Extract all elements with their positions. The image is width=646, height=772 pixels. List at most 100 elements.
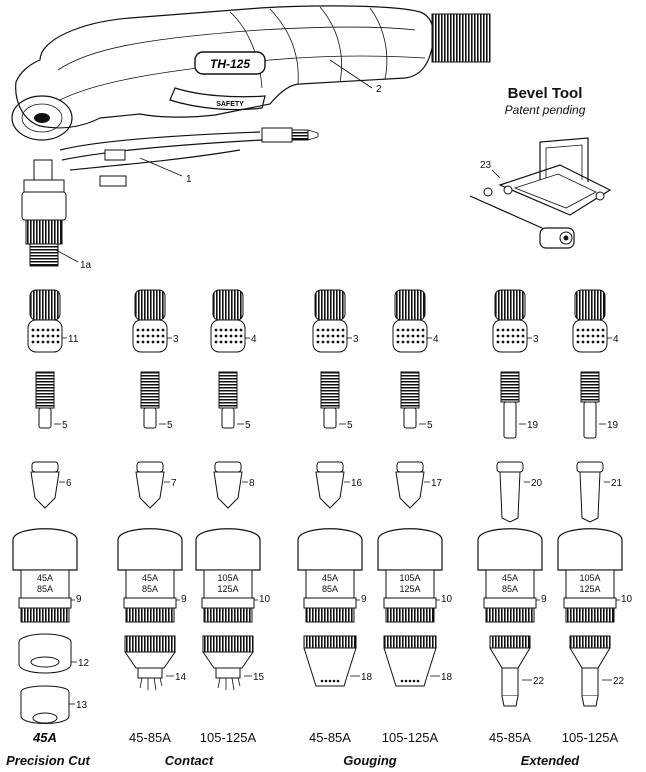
cup-amp-label: 105A: [399, 573, 420, 583]
tip-collar: [214, 461, 242, 473]
tip-collar: [396, 461, 424, 473]
range-label-c5: 105-125A: [382, 730, 439, 745]
electrode-tip: [221, 407, 235, 429]
cup-amp-label: 125A: [579, 584, 600, 594]
torch-connector: 1a: [21, 159, 92, 271]
electrode-body: [218, 371, 238, 409]
bottom-part-label: 13: [76, 700, 88, 711]
tip-body: [30, 471, 60, 509]
retaining-cup: [477, 528, 543, 571]
retaining-cup: [12, 528, 78, 571]
cup-threads: [565, 607, 615, 623]
drag-shield: [202, 651, 254, 669]
shield-part-label: 3: [173, 334, 179, 345]
bevel-title: Bevel Tool: [508, 85, 583, 102]
cup-amp-label: 105A: [217, 573, 238, 583]
cup-threads: [125, 607, 175, 623]
consumables-grid: 115645A85A9121335745A85A914458105A125A10…: [12, 289, 633, 724]
shield-cap: [134, 289, 166, 321]
cup-threads: [485, 607, 535, 623]
tip-body: [395, 471, 425, 509]
cup-amp-label: 85A: [142, 584, 158, 594]
cup-amp-label: 45A: [502, 573, 518, 583]
group-label-contact: Contact: [165, 753, 214, 768]
shield-cap-base: [312, 319, 348, 353]
shield-cap: [394, 289, 426, 321]
electrode-body: [140, 371, 160, 409]
range-label-c4: 45-85A: [309, 730, 351, 745]
shield-part-label: 4: [251, 334, 257, 345]
model-badge: [194, 51, 266, 75]
shield-cap-base: [27, 319, 63, 353]
electrode-body: [500, 371, 520, 403]
gouging-shield: [383, 647, 437, 687]
shield-cap: [574, 289, 606, 321]
cable-coil: [431, 13, 491, 63]
cup-amp-label: 85A: [502, 584, 518, 594]
cup-band: [125, 569, 175, 599]
electrode-body: [400, 371, 420, 409]
handle-part-label: 2: [376, 84, 382, 95]
tip-body: [499, 471, 521, 523]
bottom-part-label: 22: [533, 676, 545, 687]
range-label-c3: 105-125A: [200, 730, 257, 745]
cup-amp-label: 45A: [322, 573, 338, 583]
lead-part-label: 1: [186, 174, 192, 185]
shield-cap-base: [572, 319, 608, 353]
shield-part-label: 4: [613, 334, 619, 345]
tip-body: [579, 471, 601, 523]
bevel-tool: Bevel Tool Patent pending 23: [469, 85, 612, 249]
shield-cap: [494, 289, 526, 321]
electrode-part-label: 5: [347, 420, 353, 431]
safety-label: SAFETY: [216, 101, 244, 108]
gouging-shield: [303, 647, 357, 687]
cup-band: [385, 569, 435, 599]
tip-part-label: 7: [171, 478, 177, 489]
group-label-extended: Extended: [521, 753, 581, 768]
cup-part-label: 10: [621, 594, 633, 605]
shield-cap-base: [392, 319, 428, 353]
torch-lead: 1: [59, 127, 319, 187]
cup-band: [565, 569, 615, 599]
electrode-part-label: 5: [245, 420, 251, 431]
cup-amp-label: 125A: [217, 584, 238, 594]
retaining-cup: [195, 528, 261, 571]
electrode-part-label: 5: [427, 420, 433, 431]
cup-part-label: 10: [441, 594, 453, 605]
shield-part-label: 3: [533, 334, 539, 345]
bottom-part-label: 22: [613, 676, 625, 687]
cup-threads: [385, 607, 435, 623]
torch-head: TH-125 SAFETY 2: [11, 5, 491, 141]
shield-part-label: 4: [433, 334, 439, 345]
bottom-part-label: 12: [78, 658, 90, 669]
cup-part-label: 9: [541, 594, 547, 605]
group-label-precision: Precision Cut: [6, 753, 90, 768]
cup-part-label: 9: [76, 594, 82, 605]
cup-part-label: 9: [361, 594, 367, 605]
tip-collar: [576, 461, 604, 473]
range-label-c7: 105-125A: [562, 730, 619, 745]
range-label-c1: 45A: [32, 730, 57, 745]
range-label-c2: 45-85A: [129, 730, 171, 745]
cup-threads: [20, 607, 70, 623]
bottom-part-label: 18: [361, 672, 373, 683]
shield-cap-base: [210, 319, 246, 353]
range-label-c6: 45-85A: [489, 730, 531, 745]
tip-collar: [31, 461, 59, 473]
bevel-part-label: 23: [480, 160, 492, 171]
drag-shield: [124, 651, 176, 669]
bottom-part-label: 18: [441, 672, 453, 683]
cup-band: [20, 569, 70, 599]
tip-part-label: 8: [249, 478, 255, 489]
cup-part-label: 9: [181, 594, 187, 605]
deflector: [20, 685, 70, 724]
cup-amp-label: 105A: [579, 573, 600, 583]
tip-collar: [136, 461, 164, 473]
electrode-tip: [323, 407, 337, 429]
